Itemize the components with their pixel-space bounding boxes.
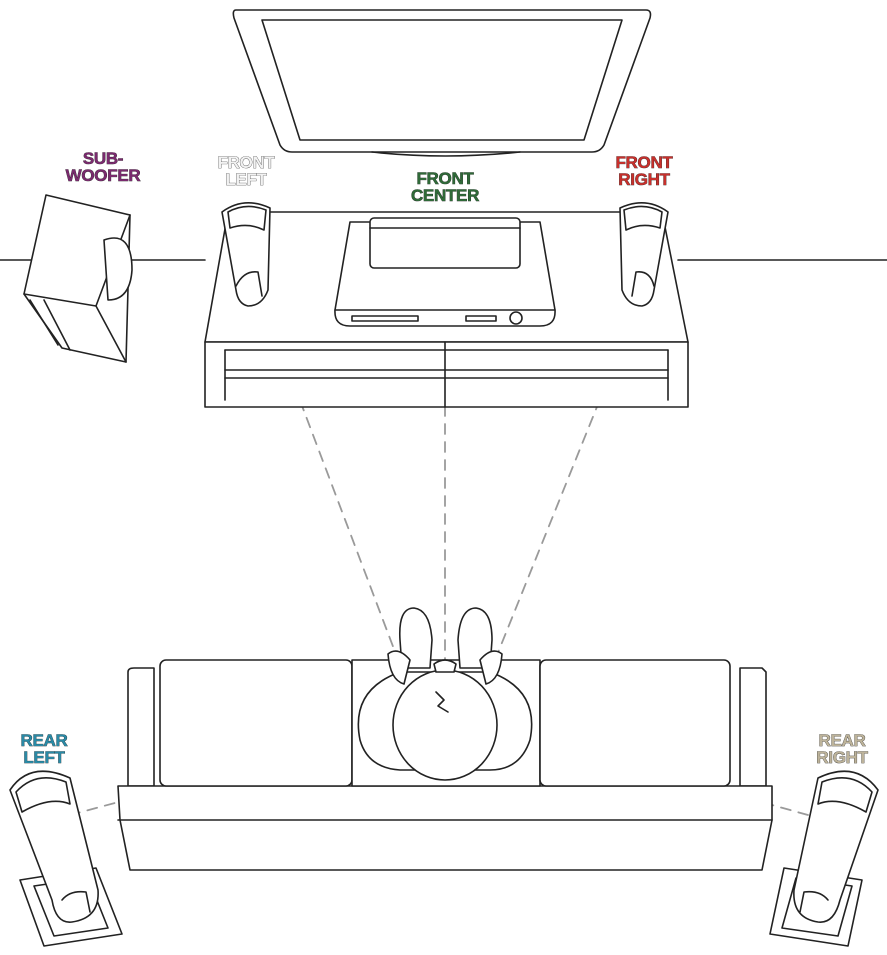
label-rear-right-line1: REAR <box>818 731 866 750</box>
label-front-left-line2: LEFT <box>225 170 267 189</box>
label-subwoofer: SUB- WOOFER <box>48 149 158 185</box>
rear-right-speaker <box>769 770 879 947</box>
label-front-center-line1: FRONT <box>416 169 474 188</box>
label-rear-right: REAR RIGHT <box>802 731 882 767</box>
front-right-speaker <box>619 202 669 307</box>
label-rear-left: REAR LEFT <box>4 731 84 767</box>
label-front-center-line2: CENTER <box>410 186 480 205</box>
label-subwoofer-line2: WOOFER <box>65 166 141 185</box>
center-speaker <box>369 217 521 269</box>
label-front-left: FRONT LEFT <box>198 153 294 189</box>
label-front-center: FRONT CENTER <box>388 169 502 205</box>
label-front-right: FRONT RIGHT <box>596 153 692 189</box>
label-front-right-line1: FRONT <box>615 153 673 172</box>
label-rear-left-line2: LEFT <box>23 748 65 767</box>
rear-left-speaker <box>9 770 123 947</box>
label-rear-right-line2: RIGHT <box>816 748 868 767</box>
subwoofer <box>23 194 133 363</box>
label-front-right-line2: RIGHT <box>618 170 670 189</box>
label-front-left-line1: FRONT <box>217 153 275 172</box>
label-subwoofer-line1: SUB- <box>82 149 124 168</box>
television <box>232 9 652 157</box>
front-left-speaker <box>221 202 271 307</box>
listener <box>357 607 533 781</box>
label-rear-left-line1: REAR <box>20 731 68 750</box>
